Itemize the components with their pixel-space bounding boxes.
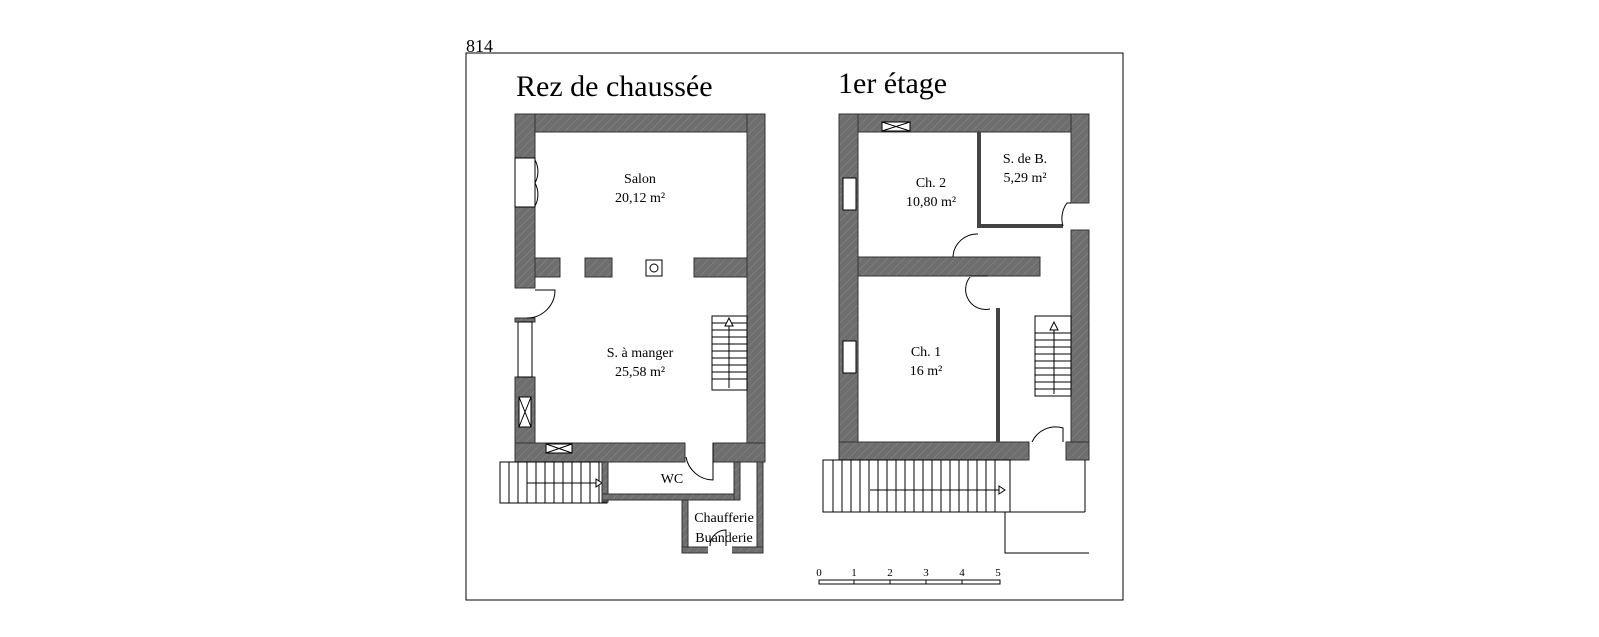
partition xyxy=(981,224,1063,228)
window xyxy=(842,177,857,211)
wall xyxy=(601,493,741,501)
wall xyxy=(681,499,689,554)
column-symbol xyxy=(649,263,659,273)
room-label: WC xyxy=(661,472,684,487)
scale-tick-label: 2 xyxy=(887,567,893,579)
room-label: S. à manger xyxy=(607,346,674,361)
room-area: 25,58 m² xyxy=(615,365,665,380)
bathroom-door xyxy=(1061,202,1071,227)
wall xyxy=(838,113,1090,133)
wall xyxy=(746,113,766,463)
ground-floor-title: Rez de chaussée xyxy=(516,70,713,103)
first-floor-title: 1er étage xyxy=(838,67,947,100)
door-opening xyxy=(708,546,732,554)
room-label: Salon xyxy=(624,172,656,187)
partition xyxy=(996,308,1000,442)
wall xyxy=(1065,441,1090,461)
room-label: Ch. 1 xyxy=(911,345,941,360)
french-door-swing xyxy=(534,159,539,207)
room-label: Chaufferie xyxy=(694,511,754,526)
room-area: 10,80 m² xyxy=(906,195,956,210)
scale-tick-label: 1 xyxy=(851,567,857,579)
wall xyxy=(733,461,741,501)
scale-tick-label: 3 xyxy=(923,567,929,579)
room-label: Buanderie xyxy=(695,531,753,546)
terrace-outline xyxy=(1004,460,1089,554)
room-area: 5,29 m² xyxy=(1003,171,1046,186)
entry-door xyxy=(526,289,556,319)
wall xyxy=(601,461,609,503)
wall xyxy=(514,442,686,463)
wall xyxy=(514,206,536,289)
wall xyxy=(756,461,764,554)
window xyxy=(517,321,533,378)
wall xyxy=(514,113,536,159)
partition xyxy=(977,132,981,228)
wall xyxy=(838,441,1030,461)
first-floor-plan: 1er étage xyxy=(822,67,1090,554)
plan-number: 814 xyxy=(466,36,493,56)
exterior-stairs xyxy=(499,461,608,504)
column xyxy=(645,259,663,277)
wall xyxy=(514,113,766,133)
drawing-frame xyxy=(465,52,1124,601)
wall xyxy=(1070,229,1090,461)
entry-door xyxy=(1031,426,1064,443)
pillar xyxy=(584,257,613,278)
scale-bar: 0 1 2 3 4 5 xyxy=(816,567,1001,585)
staircase xyxy=(711,315,748,391)
room-label: S. de B. xyxy=(1003,152,1047,167)
scale-tick-label: 5 xyxy=(995,567,1001,579)
wall xyxy=(514,317,536,323)
bedroom-2-door xyxy=(952,233,979,258)
wall xyxy=(1070,113,1090,204)
room-area: 16 m² xyxy=(910,364,943,379)
wall xyxy=(693,257,748,278)
room-label: Ch. 2 xyxy=(916,176,946,191)
ground-floor-plan: Rez de chaussée xyxy=(499,70,766,554)
scale-tick-label: 0 xyxy=(816,567,822,579)
staircase xyxy=(1034,315,1072,397)
exterior-stairs xyxy=(822,459,1011,513)
bedroom-1-door xyxy=(965,275,991,310)
chaufferie-door xyxy=(709,529,727,547)
wall xyxy=(857,256,1041,277)
room-area: 20,12 m² xyxy=(615,191,665,206)
scale-tick-label: 4 xyxy=(959,567,965,579)
wall xyxy=(838,113,859,461)
wall xyxy=(712,442,766,463)
window xyxy=(842,340,857,374)
wall xyxy=(534,257,561,278)
window xyxy=(514,157,536,208)
wc-door xyxy=(685,443,714,481)
